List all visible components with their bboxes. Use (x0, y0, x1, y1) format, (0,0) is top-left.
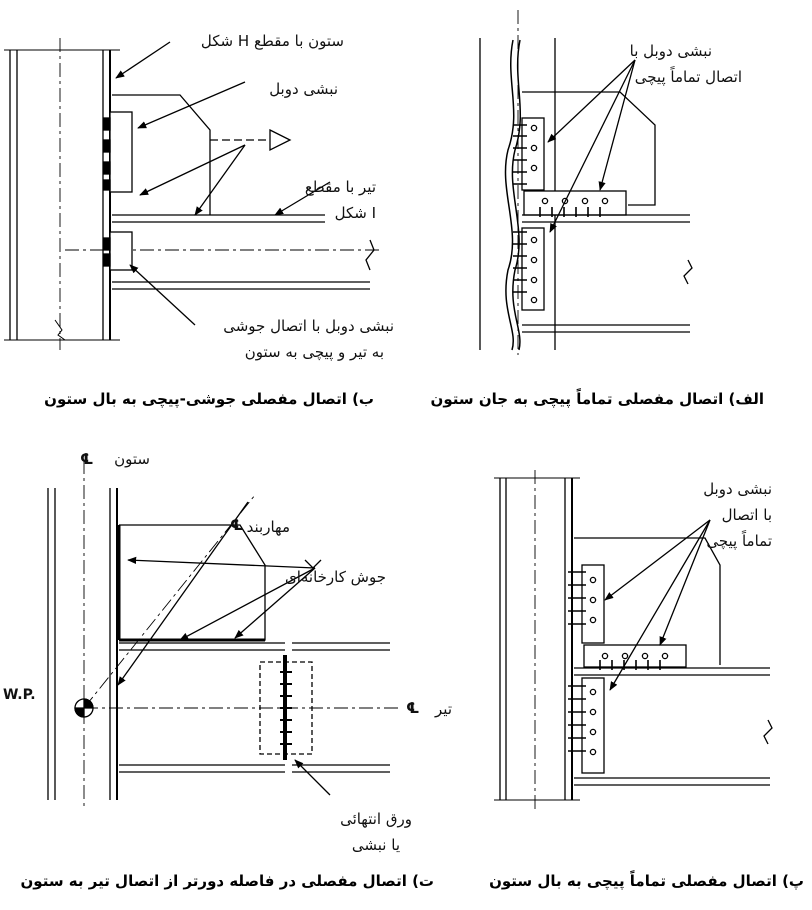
label-welded-angle-line1: نبشی دوبل با اتصال جوشی (223, 317, 394, 335)
label-p-angle-line3: تماماً پیچی (706, 532, 772, 550)
label-work-point: W.P. (3, 687, 36, 703)
label-column-centerline: ℄ (80, 450, 94, 468)
label-p-angle-line2: با اتصال (721, 506, 772, 524)
panel-alef-drawing (479, 10, 693, 355)
label-brace: مهاربند (246, 518, 290, 536)
label-shop-weld: جوش کارخانه‌ای (284, 568, 386, 586)
panel-b-drawing (4, 38, 380, 350)
caption-panel-p: پ) اتصال مفصلی تماماً پیچی به بال ستون (489, 872, 804, 890)
label-beam: تیر (435, 700, 452, 718)
label-double-angle: نبشی دوبل (269, 80, 338, 98)
label-end-plate-line2: یا نبشی (351, 836, 400, 854)
caption-panel-alef: الف) اتصال مفصلی تماماً پیچی به جان ستون (430, 390, 764, 408)
label-brace-centerline: ℄ (230, 516, 244, 534)
caption-panel-t: ت) اتصال مفصلی در فاصله دورتر از اتصال ت… (20, 872, 434, 890)
label-end-plate-line1: ورق انتهائی (340, 810, 412, 828)
label-welded-angle-line2: به تیر و پیچی به ستون (244, 343, 384, 361)
label-alef-angle-line2: اتصال تماماً پیچی (634, 68, 742, 86)
label-column-h: ستون با مقطع H شکل (200, 32, 344, 50)
label-column: ستون (114, 450, 150, 468)
panel-t-drawing (47, 460, 400, 810)
label-beam-i-line2: I شکل (334, 204, 376, 222)
label-p-angle-line1: نبشی دوبل (703, 480, 772, 498)
label-beam-i-line1: تیر با مقطع (304, 178, 376, 196)
label-beam-centerline: ℄ (406, 699, 420, 717)
panel-p-drawing (494, 470, 773, 810)
label-alef-angle-line1: نبشی دوبل با (629, 42, 712, 60)
caption-panel-b: ب) اتصال مفصلی جوشی-پیچی به بال ستون (44, 390, 374, 408)
